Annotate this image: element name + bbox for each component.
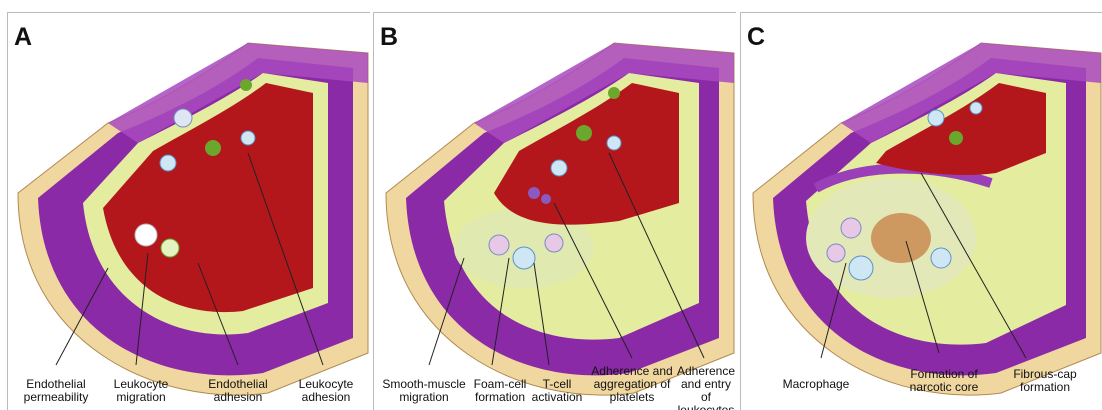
artery-illustration-c xyxy=(741,13,1102,410)
panel-c-letter: C xyxy=(747,23,765,52)
panel-b: B Smooth-muscle migration Fo xyxy=(373,12,736,410)
label-endothelial-permeability: Endothelial permeability xyxy=(16,378,96,404)
artery-illustration-b xyxy=(374,13,736,410)
panel-a: A Endothelial permeabilit xyxy=(7,12,370,410)
label-leukocyte-adhesion: Leukocyte adhesion xyxy=(290,378,362,404)
panel-c: C Macrophage Formation of narcotic xyxy=(740,12,1102,410)
label-fibrous-cap: Fibrous-cap formation xyxy=(987,368,1102,394)
label-leukocyte-entry: Adherence and entry of leukocytes xyxy=(674,365,736,410)
label-smooth-muscle-migration: Smooth-muscle migration xyxy=(376,378,472,404)
label-necrotic-core: Formation of narcotic core xyxy=(901,368,987,394)
label-endothelial-adhesion: Endothelial adhesion xyxy=(200,378,276,404)
label-macrophage: Macrophage xyxy=(771,378,861,391)
label-t-cell-activation: T-cell activation xyxy=(528,378,586,404)
label-platelet-aggregation: Adherence and aggregation of platelets xyxy=(582,365,682,404)
label-foam-cell-formation: Foam-cell formation xyxy=(470,378,530,404)
artery-illustration-a xyxy=(8,13,370,410)
label-leukocyte-migration: Leukocyte migration xyxy=(106,378,176,404)
panel-a-letter: A xyxy=(14,23,32,52)
panel-b-letter: B xyxy=(380,23,398,52)
